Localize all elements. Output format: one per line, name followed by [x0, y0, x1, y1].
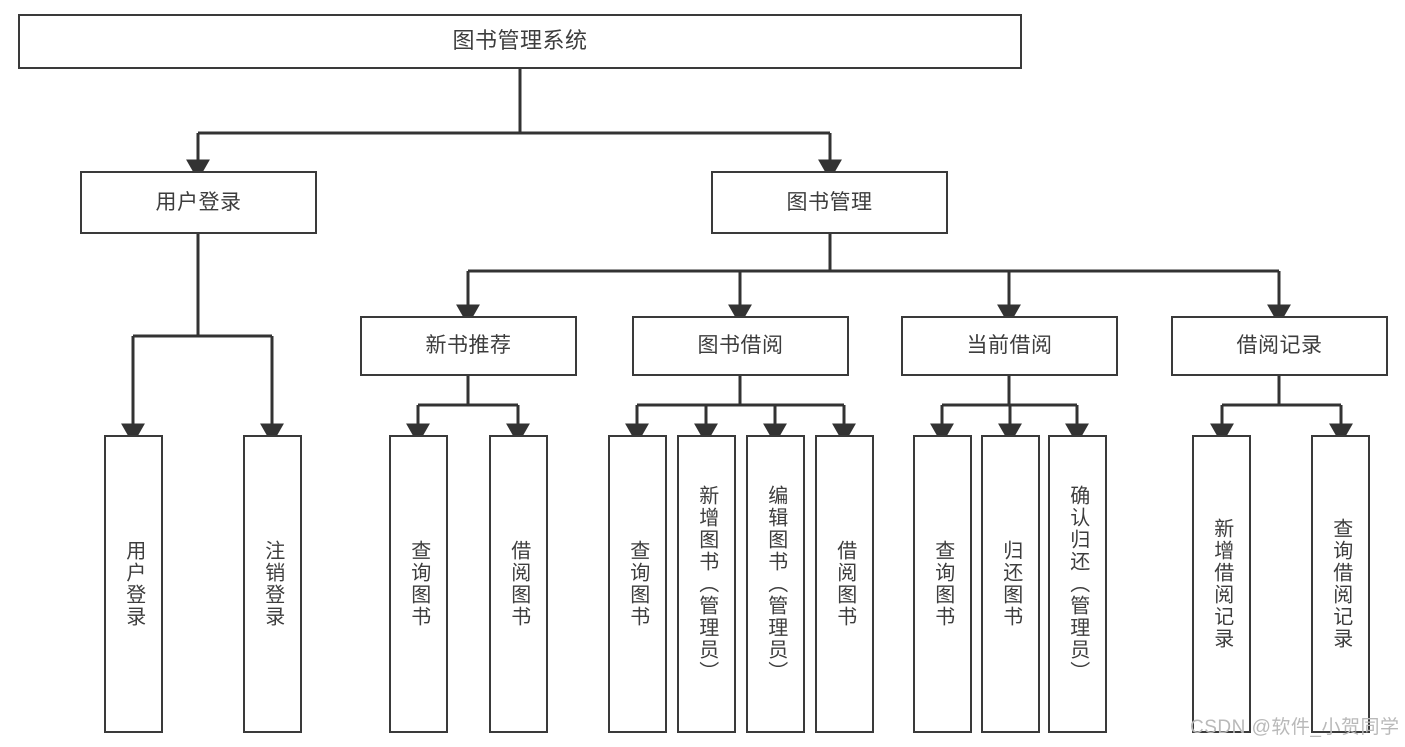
- node-book-borrow-label: 图书借阅: [697, 334, 784, 358]
- node-user-login[interactable]: 用户登录: [80, 171, 317, 234]
- node-leaf-edit-book-label: 编辑图书（管理员）: [764, 485, 787, 683]
- node-leaf-query-book-1[interactable]: 查询图书: [389, 435, 448, 733]
- node-leaf-add-record-label: 新增借阅记录: [1210, 518, 1233, 650]
- node-root-label: 图书管理系统: [452, 28, 588, 54]
- node-leaf-confirm-return[interactable]: 确认归还（管理员）: [1048, 435, 1107, 733]
- node-leaf-borrow-book-1[interactable]: 借阅图书: [489, 435, 548, 733]
- node-leaf-query-book-2-label: 查询图书: [626, 540, 649, 628]
- node-current-borrow[interactable]: 当前借阅: [901, 316, 1118, 376]
- node-leaf-add-book[interactable]: 新增图书（管理员）: [677, 435, 736, 733]
- csdn-watermark: CSDN @软件_小贺同学: [1190, 717, 1400, 738]
- node-leaf-query-record[interactable]: 查询借阅记录: [1311, 435, 1370, 733]
- node-book-manage[interactable]: 图书管理: [711, 171, 948, 234]
- node-leaf-user-login-label: 用户登录: [122, 540, 145, 628]
- node-leaf-borrow-book-1-label: 借阅图书: [507, 540, 530, 628]
- node-leaf-add-record[interactable]: 新增借阅记录: [1192, 435, 1251, 733]
- node-new-book-rec[interactable]: 新书推荐: [360, 316, 577, 376]
- node-leaf-return-book-label: 归还图书: [999, 540, 1022, 628]
- node-root[interactable]: 图书管理系统: [18, 14, 1022, 69]
- node-leaf-query-book-3-label: 查询图书: [931, 540, 954, 628]
- node-leaf-logout[interactable]: 注销登录: [243, 435, 302, 733]
- node-leaf-confirm-return-label: 确认归还（管理员）: [1066, 485, 1089, 683]
- node-leaf-add-book-label: 新增图书（管理员）: [695, 485, 718, 683]
- node-leaf-borrow-book-2-label: 借阅图书: [833, 540, 856, 628]
- node-borrow-record[interactable]: 借阅记录: [1171, 316, 1388, 376]
- node-leaf-user-login[interactable]: 用户登录: [104, 435, 163, 733]
- node-leaf-query-book-1-label: 查询图书: [407, 540, 430, 628]
- node-book-manage-label: 图书管理: [786, 190, 873, 214]
- node-leaf-logout-label: 注销登录: [261, 540, 284, 628]
- node-leaf-query-record-label: 查询借阅记录: [1329, 518, 1352, 650]
- node-current-borrow-label: 当前借阅: [966, 334, 1053, 358]
- node-new-book-rec-label: 新书推荐: [425, 334, 512, 358]
- node-leaf-return-book[interactable]: 归还图书: [981, 435, 1040, 733]
- node-leaf-edit-book[interactable]: 编辑图书（管理员）: [746, 435, 805, 733]
- node-book-borrow[interactable]: 图书借阅: [632, 316, 849, 376]
- node-borrow-record-label: 借阅记录: [1236, 334, 1323, 358]
- node-leaf-query-book-2[interactable]: 查询图书: [608, 435, 667, 733]
- node-user-login-label: 用户登录: [155, 190, 242, 214]
- node-leaf-borrow-book-2[interactable]: 借阅图书: [815, 435, 874, 733]
- node-leaf-query-book-3[interactable]: 查询图书: [913, 435, 972, 733]
